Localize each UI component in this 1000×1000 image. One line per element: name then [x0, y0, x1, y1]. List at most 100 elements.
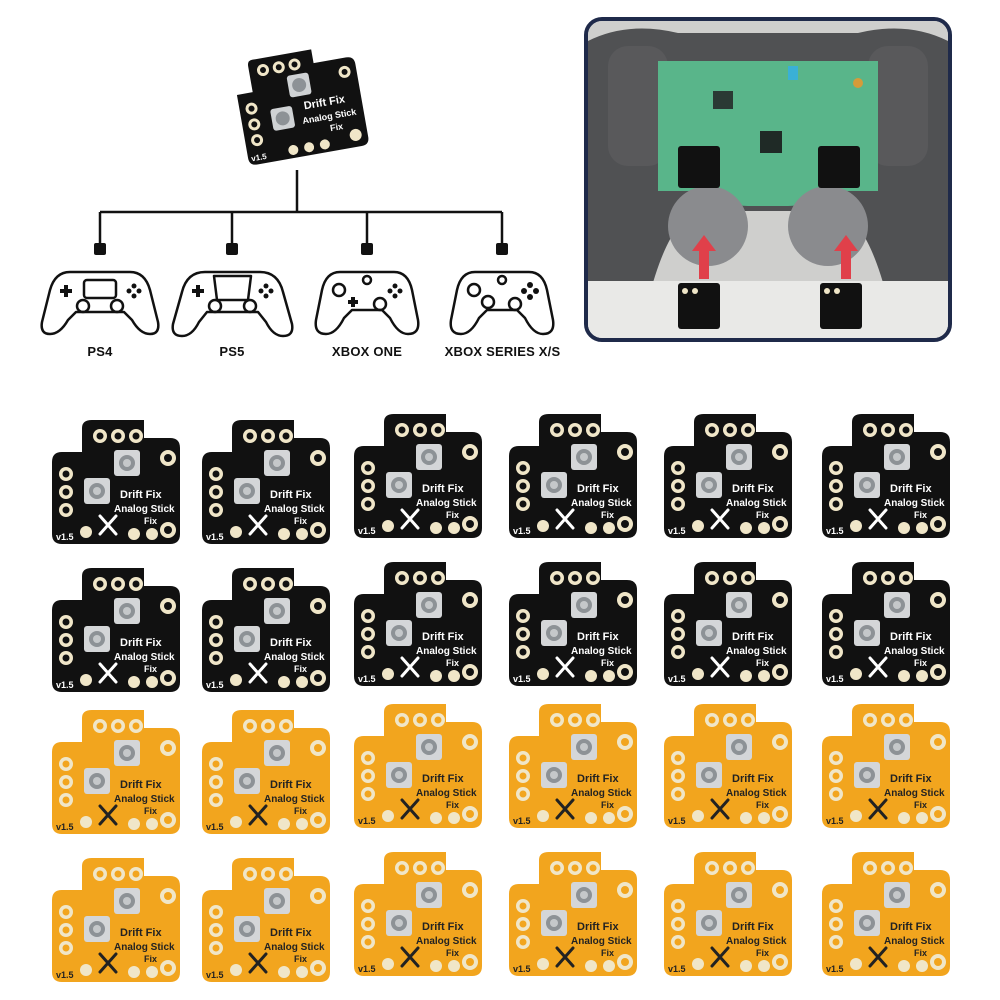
wrench-screwdriver-icon [555, 508, 575, 530]
wrench-screwdriver-icon [98, 514, 118, 536]
board-version: v1.5 [206, 532, 224, 542]
board-label-line1: Drift Fix [120, 927, 162, 939]
board-label-line2: Analog Stick [726, 498, 787, 509]
board-label-line1: Drift Fix [120, 489, 162, 501]
board-label-line3: Fix [756, 658, 769, 668]
board-label-line1: Drift Fix [120, 779, 162, 791]
console-label-ps4: PS4 [87, 344, 113, 359]
board-version: v1.5 [358, 674, 376, 684]
board-label-line1: Drift Fix [577, 631, 619, 643]
board-label-line1: Drift Fix [577, 773, 619, 785]
board-label-line1: Drift Fix [422, 773, 464, 785]
board-label-line2: Analog Stick [571, 936, 632, 947]
console-label-ps5: PS5 [219, 344, 245, 359]
installation-photo [584, 17, 952, 342]
board-label-line2: Analog Stick [884, 936, 945, 947]
board-label-line1: Drift Fix [270, 779, 312, 791]
board-version: v1.5 [826, 526, 844, 536]
board-version: v1.5 [56, 970, 74, 980]
board-version: v1.5 [826, 816, 844, 826]
console-label-xbox-series: XBOX SERIES X/S [444, 344, 561, 359]
board-label-line2: Analog Stick [114, 942, 175, 953]
board-label-line1: Drift Fix [732, 773, 774, 785]
hero-board-line3: Fix [329, 121, 344, 133]
board-label-line2: Analog Stick [114, 652, 175, 663]
board-label-line3: Fix [914, 658, 927, 668]
board-label-line3: Fix [756, 510, 769, 520]
wrench-screwdriver-icon [400, 946, 420, 968]
wrench-screwdriver-icon [98, 952, 118, 974]
board-version: v1.5 [358, 816, 376, 826]
board-label-line1: Drift Fix [577, 483, 619, 495]
wrench-screwdriver-icon [868, 508, 888, 530]
board-version: v1.5 [826, 674, 844, 684]
board-label-line2: Analog Stick [416, 936, 477, 947]
board-label-line1: Drift Fix [422, 631, 464, 643]
board-label-line3: Fix [601, 800, 614, 810]
board-version: v1.5 [358, 526, 376, 536]
board-label-line3: Fix [914, 800, 927, 810]
wrench-screwdriver-icon [248, 514, 268, 536]
board-label-line1: Drift Fix [732, 921, 774, 933]
board-label-line2: Analog Stick [264, 942, 325, 953]
board-label-line1: Drift Fix [732, 631, 774, 643]
board-label-line3: Fix [144, 516, 157, 526]
wrench-screwdriver-icon [555, 946, 575, 968]
board-label-line1: Drift Fix [120, 637, 162, 649]
board-label-line2: Analog Stick [264, 794, 325, 805]
board-label-line3: Fix [914, 948, 927, 958]
board-label-line3: Fix [756, 800, 769, 810]
board-version: v1.5 [56, 680, 74, 690]
board-label-line1: Drift Fix [270, 489, 312, 501]
board-version: v1.5 [56, 822, 74, 832]
wrench-screwdriver-icon [98, 804, 118, 826]
board-label-line1: Drift Fix [890, 921, 932, 933]
board-version: v1.5 [206, 822, 224, 832]
wrench-screwdriver-icon [555, 656, 575, 678]
wrench-screwdriver-icon [248, 662, 268, 684]
wrench-screwdriver-icon [248, 804, 268, 826]
wrench-screwdriver-icon [868, 946, 888, 968]
board-label-line1: Drift Fix [270, 927, 312, 939]
hero-board-version: v1.5 [250, 152, 267, 164]
board-label-line3: Fix [294, 954, 307, 964]
board-version: v1.5 [358, 964, 376, 974]
wrench-screwdriver-icon [400, 508, 420, 530]
board-label-line3: Fix [144, 806, 157, 816]
wrench-screwdriver-icon [710, 508, 730, 530]
board-label-line2: Analog Stick [726, 788, 787, 799]
board-label-line1: Drift Fix [890, 773, 932, 785]
board-version: v1.5 [668, 816, 686, 826]
board-label-line1: Drift Fix [422, 921, 464, 933]
ps5-controller-icon [171, 270, 294, 338]
board-version: v1.5 [206, 970, 224, 980]
board-label-line2: Analog Stick [884, 646, 945, 657]
board-label-line3: Fix [294, 806, 307, 816]
board-label-line3: Fix [446, 510, 459, 520]
board-label-line3: Fix [446, 658, 459, 668]
board-version: v1.5 [668, 526, 686, 536]
wrench-screwdriver-icon [710, 798, 730, 820]
board-label-line3: Fix [914, 510, 927, 520]
board-label-line1: Drift Fix [577, 921, 619, 933]
board-label-line3: Fix [446, 948, 459, 958]
